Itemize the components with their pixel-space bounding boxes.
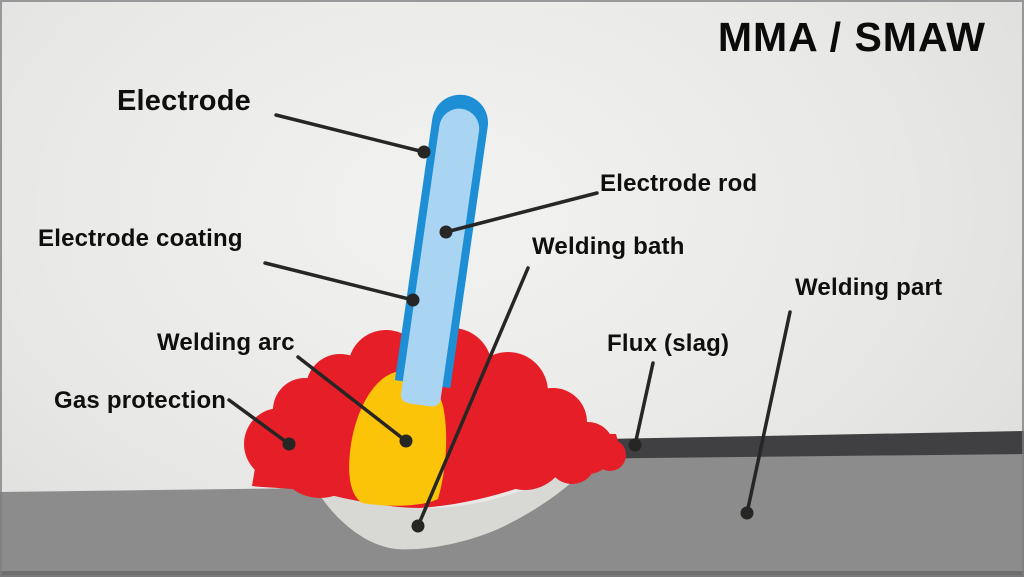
leader-line-flux-slag	[633, 361, 655, 447]
flux-slag-layer	[550, 431, 1024, 459]
leader-line-welding-bath	[416, 266, 530, 528]
leader-dot-gas-protection	[282, 437, 296, 451]
leader-line-electrode	[274, 113, 426, 154]
label-flux-slag: Flux (slag)	[607, 330, 730, 357]
leader-lines	[227, 113, 792, 528]
leader-line-gas-protection	[227, 398, 291, 446]
electrode-assembly	[394, 94, 489, 407]
leader-line-electrode-coating	[263, 261, 415, 302]
leader-dot-welding-part	[740, 506, 754, 520]
label-electrode: Electrode	[117, 85, 251, 117]
label-gas-protection: Gas protection	[54, 387, 227, 414]
leader-line-welding-part	[745, 310, 792, 515]
welding-part-surface	[0, 451, 1024, 577]
label-welding-part: Welding part	[795, 274, 943, 301]
leader-dots	[282, 145, 754, 533]
leader-line-electrode-rod	[444, 191, 599, 234]
leader-dot-welding-arc	[399, 434, 413, 448]
electrode-rod-shape	[400, 108, 480, 407]
welding-part-bottom-strip	[0, 571, 1024, 577]
diagram-title: MMA / SMAW	[717, 14, 986, 60]
leader-dot-welding-bath	[411, 519, 425, 533]
leader-line-welding-arc	[296, 355, 408, 443]
leader-dot-flux-slag	[628, 438, 642, 452]
welding-part-base	[0, 451, 1024, 577]
leader-dot-electrode-coating	[406, 293, 420, 307]
label-welding-bath: Welding bath	[532, 233, 685, 260]
label-electrode-rod: Electrode rod	[600, 170, 758, 197]
leader-dot-electrode-rod	[439, 225, 453, 239]
label-electrode-coating: Electrode coating	[38, 225, 243, 252]
label-welding-arc: Welding arc	[157, 329, 295, 356]
leader-dot-electrode	[417, 145, 431, 159]
welding-bath-pool	[316, 457, 595, 550]
